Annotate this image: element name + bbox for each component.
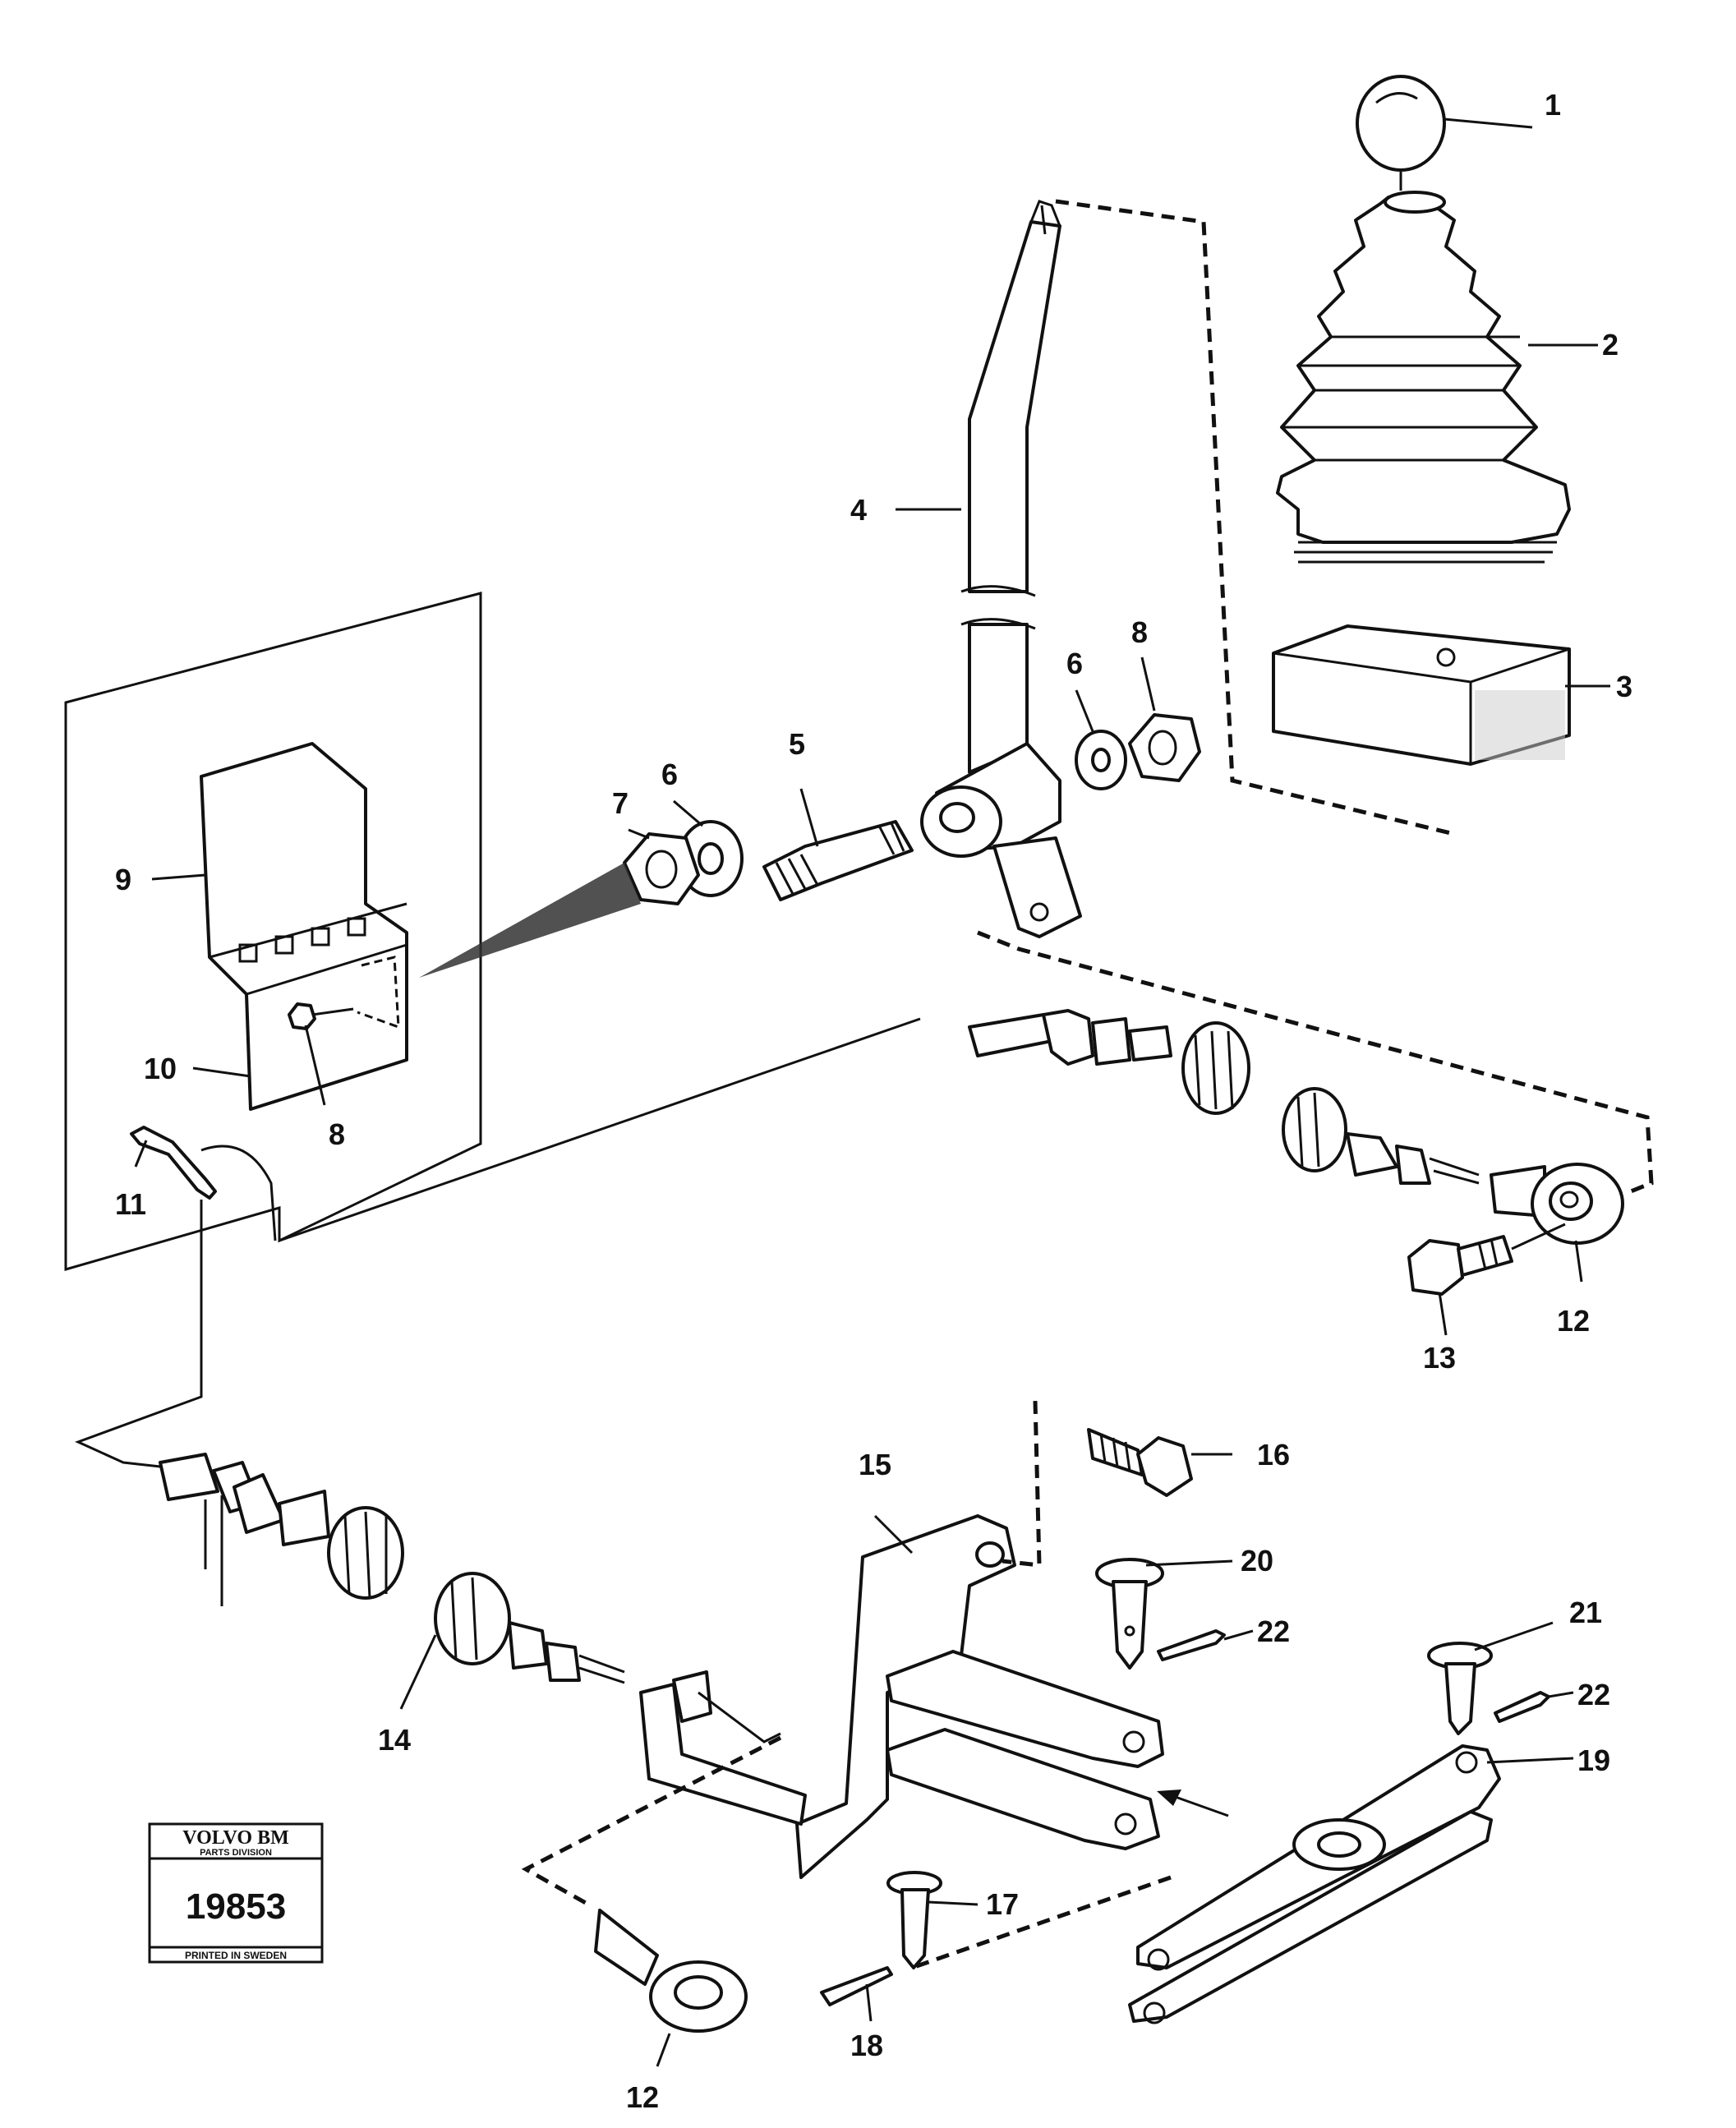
part-rubber-boot bbox=[1276, 191, 1571, 564]
part-pin-17 bbox=[886, 1871, 942, 1969]
callout-5: 5 bbox=[789, 727, 805, 761]
part-nut-right bbox=[1128, 713, 1201, 782]
part-pin-20 bbox=[1095, 1558, 1164, 1670]
callout-17: 17 bbox=[986, 1887, 1019, 1921]
callout-10: 10 bbox=[144, 1052, 177, 1085]
callout-13: 13 bbox=[1423, 1341, 1456, 1375]
callout-12-lower: 12 bbox=[626, 2080, 659, 2114]
part-foam-block bbox=[1272, 624, 1571, 766]
stamp-number: 19853 bbox=[186, 1886, 286, 1927]
stamp-division: PARTS DIVISION bbox=[200, 1848, 272, 1858]
callout-1: 1 bbox=[1545, 88, 1561, 122]
callout-2: 2 bbox=[1602, 328, 1619, 362]
callout-11: 11 bbox=[115, 1187, 146, 1221]
callout-20: 20 bbox=[1241, 1544, 1273, 1578]
callout-21: 21 bbox=[1569, 1596, 1602, 1629]
callout-15: 15 bbox=[859, 1448, 891, 1481]
part-nut-large bbox=[623, 832, 700, 905]
leader-lines bbox=[134, 117, 1610, 2067]
callout-3: 3 bbox=[1616, 670, 1632, 703]
part-knob bbox=[1356, 75, 1446, 191]
part-rod-end-upper bbox=[1490, 1163, 1624, 1245]
callout-22-lower: 22 bbox=[1577, 1678, 1610, 1711]
mounting-panel-outline bbox=[64, 592, 921, 1271]
part-cotter-pin-lower bbox=[1494, 1691, 1550, 1723]
callout-8-right: 8 bbox=[1131, 615, 1148, 649]
dashed-connections bbox=[521, 199, 1654, 1970]
part-shift-lever bbox=[960, 200, 1061, 774]
callout-6-right: 6 bbox=[1066, 647, 1083, 680]
stamp-brand: VOLVO BM bbox=[182, 1827, 289, 1849]
callout-7: 7 bbox=[612, 786, 629, 820]
part-upper-cable bbox=[968, 1009, 1480, 1185]
callout-22-upper: 22 bbox=[1257, 1614, 1290, 1648]
callout-6-left: 6 bbox=[661, 758, 678, 791]
callout-12-upper: 12 bbox=[1557, 1304, 1590, 1338]
callout-9: 9 bbox=[115, 863, 131, 896]
part-bolt-16 bbox=[1087, 1428, 1193, 1497]
cable-route-line bbox=[75, 1200, 203, 1468]
spray-cone bbox=[419, 863, 641, 978]
part-lever-plates bbox=[1128, 1744, 1501, 2024]
part-washer-right bbox=[1075, 730, 1127, 790]
callout-18: 18 bbox=[850, 2029, 883, 2062]
part-bracket-plate bbox=[200, 742, 408, 1111]
part-lever-hub bbox=[920, 742, 1082, 938]
direction-arrow bbox=[1157, 1789, 1229, 1817]
callout-4: 4 bbox=[850, 493, 867, 527]
cable-clamp-lines bbox=[204, 1495, 223, 1606]
part-pin-21 bbox=[1427, 1642, 1493, 1735]
callout-labels: 1 2 3 4 5 6 6 7 8 8 9 10 11 12 12 13 14 … bbox=[115, 88, 1632, 2114]
part-main-bracket bbox=[639, 1514, 1164, 1879]
stamp-printed: PRINTED IN SWEDEN bbox=[185, 1950, 287, 1961]
callout-14: 14 bbox=[378, 1723, 411, 1757]
part-lower-cable bbox=[159, 1453, 625, 1684]
part-bolt-upper bbox=[1407, 1223, 1566, 1296]
part-rod-end-lower bbox=[594, 1909, 748, 2033]
part-clip bbox=[130, 1126, 217, 1200]
callout-19: 19 bbox=[1577, 1743, 1610, 1777]
callout-16: 16 bbox=[1257, 1438, 1290, 1472]
part-cotter-pin-18 bbox=[820, 1966, 893, 2006]
clip-leader-curve bbox=[200, 1145, 277, 1241]
callout-8-panel: 8 bbox=[329, 1117, 345, 1151]
parts-division-stamp: VOLVO BM PARTS DIVISION 19853 PRINTED IN… bbox=[148, 1822, 324, 1964]
part-cotter-pin-upper bbox=[1157, 1629, 1226, 1661]
part-threaded-stud bbox=[762, 820, 914, 901]
